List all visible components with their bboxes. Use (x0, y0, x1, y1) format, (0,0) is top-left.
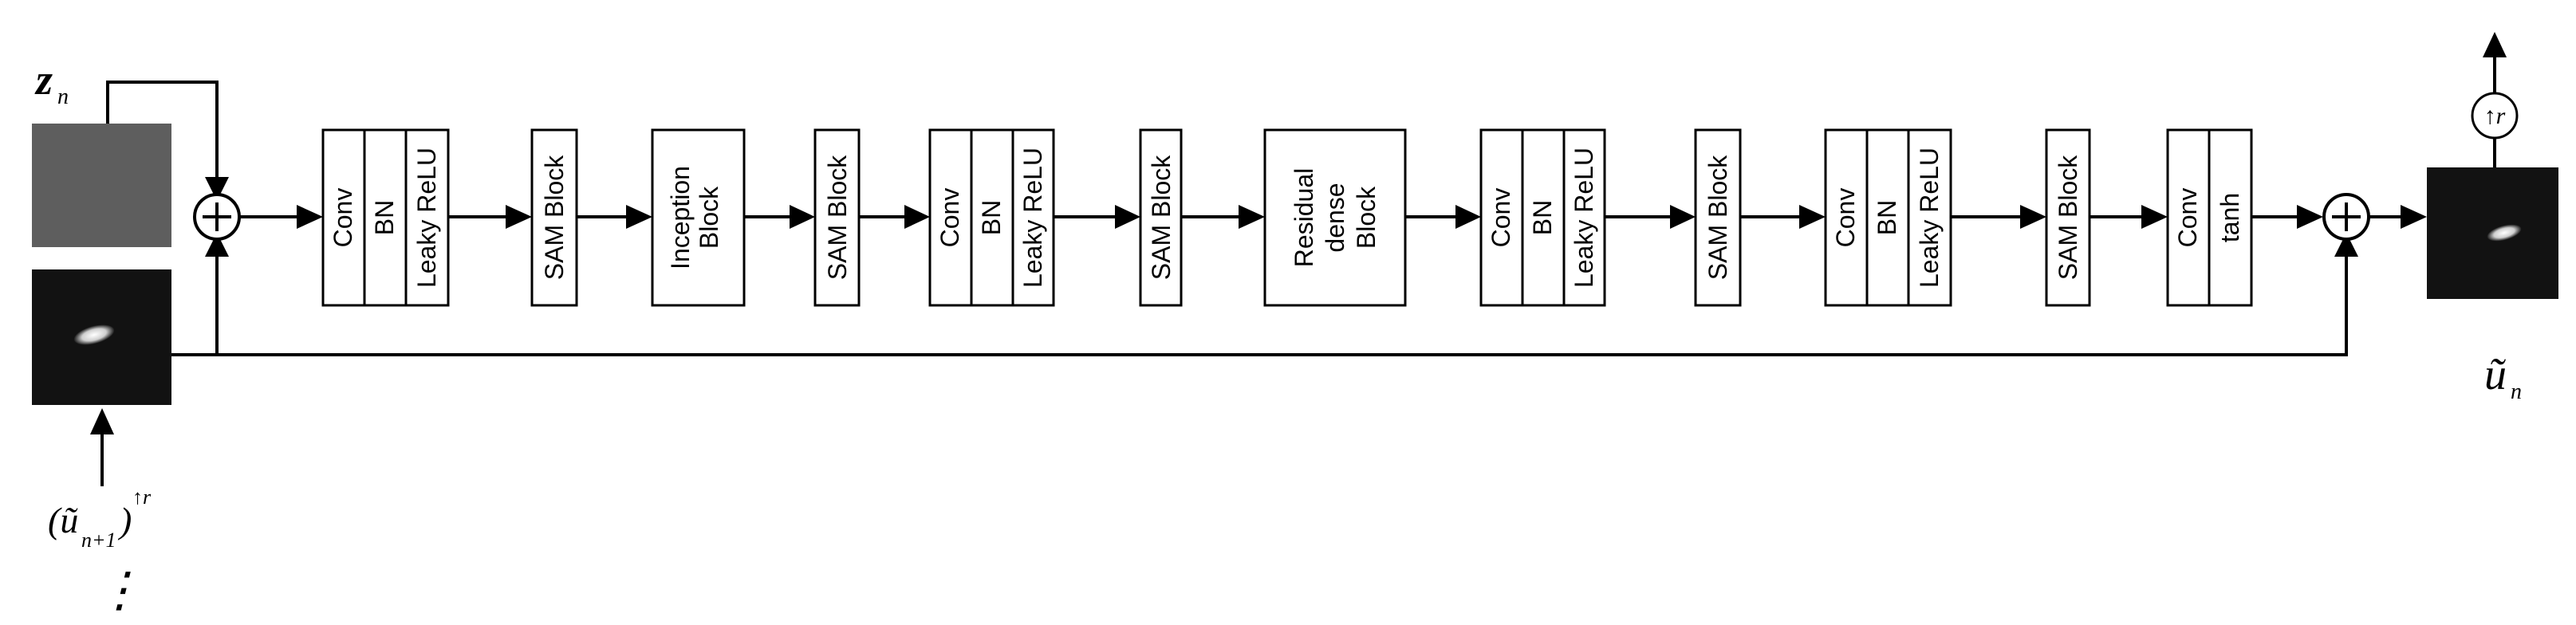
noise-label: z (34, 56, 53, 104)
noise-skip-line (106, 81, 219, 177)
sam-block-1: SAM Block (530, 128, 578, 307)
sam-block-label: SAM Block (1147, 155, 1176, 280)
output-label: ũ (2484, 350, 2507, 399)
residual-label-line2: dense (1321, 183, 1349, 252)
input-sum-node (193, 193, 241, 241)
input-arrow-head (90, 408, 114, 434)
main-flow (239, 205, 2427, 229)
conv-label: Conv (1487, 188, 1515, 248)
noise-image (32, 124, 171, 247)
leaky-relu-label: Leaky ReLU (1570, 147, 1598, 288)
residual-label-line3: Block (1352, 186, 1381, 249)
conv-tanh-block: Conv tanh (2166, 128, 2253, 307)
bn-label: BN (1873, 200, 1901, 235)
input-object-blob (73, 324, 115, 345)
sam-block-5: SAM Block (2045, 128, 2091, 307)
conv-label: Conv (935, 188, 964, 248)
tanh-label: tanh (2216, 193, 2244, 242)
bn-label: BN (977, 200, 1006, 235)
sam-block-2: SAM Block (813, 128, 861, 307)
conv-bn-lrelu-block-4: Conv BN Leaky ReLU (1824, 128, 1952, 307)
input-sum-arrowhead (205, 233, 229, 257)
sam-block-label: SAM Block (540, 155, 569, 280)
conv-bn-lrelu-block-2: Conv BN Leaky ReLU (928, 128, 1055, 307)
sam-block-label: SAM Block (823, 155, 852, 280)
conv-label: Conv (1831, 188, 1860, 248)
output-up-arrowhead (2483, 32, 2507, 57)
sam-block-label: SAM Block (1704, 155, 1732, 280)
conv-bn-lrelu-block-3: Conv BN Leaky ReLU (1479, 128, 1606, 307)
upsample-label: ↑r (2484, 103, 2506, 129)
prev-output-label-sub: n+1 (81, 529, 116, 552)
upsample-node: ↑r (2471, 92, 2519, 140)
output-label-sub: n (2511, 379, 2522, 404)
conv-label: Conv (329, 188, 357, 248)
prev-output-label: (ũ (48, 500, 78, 540)
output-object-blob (2487, 224, 2522, 242)
leaky-relu-label: Leaky ReLU (1915, 147, 1944, 288)
output-sum-node (2322, 193, 2370, 241)
inception-label-line2: Block (695, 186, 723, 249)
noise-label-sub: n (57, 85, 69, 109)
residual-label-line1: Residual (1290, 168, 1318, 268)
sam-block-4: SAM Block (1694, 128, 1742, 307)
prev-output-label-close: ) (117, 500, 132, 540)
sam-block-3: SAM Block (1139, 128, 1183, 307)
bn-label: BN (370, 200, 399, 235)
leaky-relu-label: Leaky ReLU (1018, 147, 1047, 288)
leaky-relu-label: Leaky ReLU (412, 147, 441, 288)
skip-connection-line (171, 257, 2348, 356)
inception-block: Inception Block (651, 128, 746, 307)
bn-label: BN (1528, 200, 1557, 235)
conv-bn-lrelu-block-1: Conv BN Leaky ReLU (321, 128, 450, 307)
ellipsis-icon: ⋮ (96, 564, 144, 616)
residual-dense-block: Residual dense Block (1263, 128, 1407, 307)
sam-block-label: SAM Block (2054, 155, 2082, 280)
noise-skip-arrowhead (205, 177, 229, 201)
prev-output-label-sup: ↑r (132, 485, 152, 509)
conv-label: Conv (2173, 188, 2202, 248)
final-skip-arrowhead (2334, 233, 2358, 257)
inception-label-line1: Inception (666, 166, 695, 269)
